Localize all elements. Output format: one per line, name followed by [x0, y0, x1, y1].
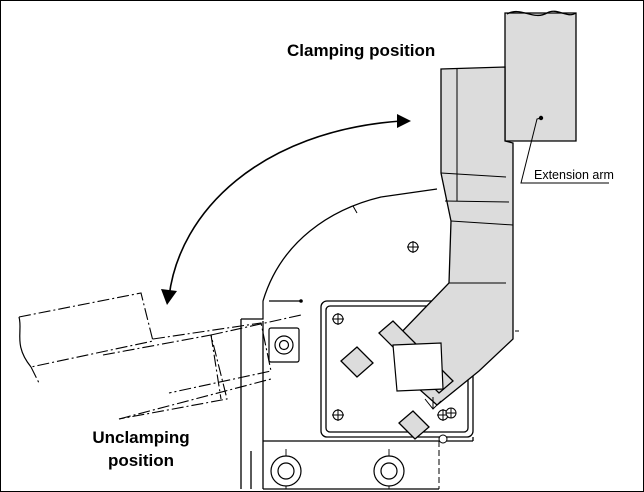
extension-arm-label: Extension arm	[534, 168, 614, 182]
unclamped-arm-phantom	[18, 292, 302, 420]
clamping-position-label: Clamping position	[287, 41, 435, 60]
pivot-boss	[268, 327, 300, 363]
extension-arm-leader	[520, 117, 609, 184]
clamp-head-bolt	[445, 407, 457, 419]
rotation-arrowhead-top	[397, 114, 411, 128]
rotation-sector-inner	[241, 300, 301, 320]
rotation-sector	[262, 188, 438, 302]
unclamping-position-label-line2: position	[108, 451, 174, 470]
extension-arm	[504, 12, 577, 142]
arm-break-line	[506, 10, 577, 17]
pivot-dot	[299, 299, 303, 303]
phantom-break-line	[18, 316, 32, 368]
clamp-body-bolts	[332, 241, 449, 421]
locating-pin	[438, 434, 448, 444]
clamp-head-center	[392, 342, 444, 392]
unclamping-position-label-line1: Unclamping	[92, 428, 189, 447]
lower-bolts	[270, 455, 405, 487]
lower-housing	[240, 319, 474, 489]
sector-tick	[352, 205, 358, 214]
clamp-arm-lines	[440, 69, 514, 337]
rotation-arrowhead-bottom	[161, 289, 177, 305]
rotation-arrow	[168, 120, 402, 298]
clamp-head-arrow	[424, 397, 442, 410]
